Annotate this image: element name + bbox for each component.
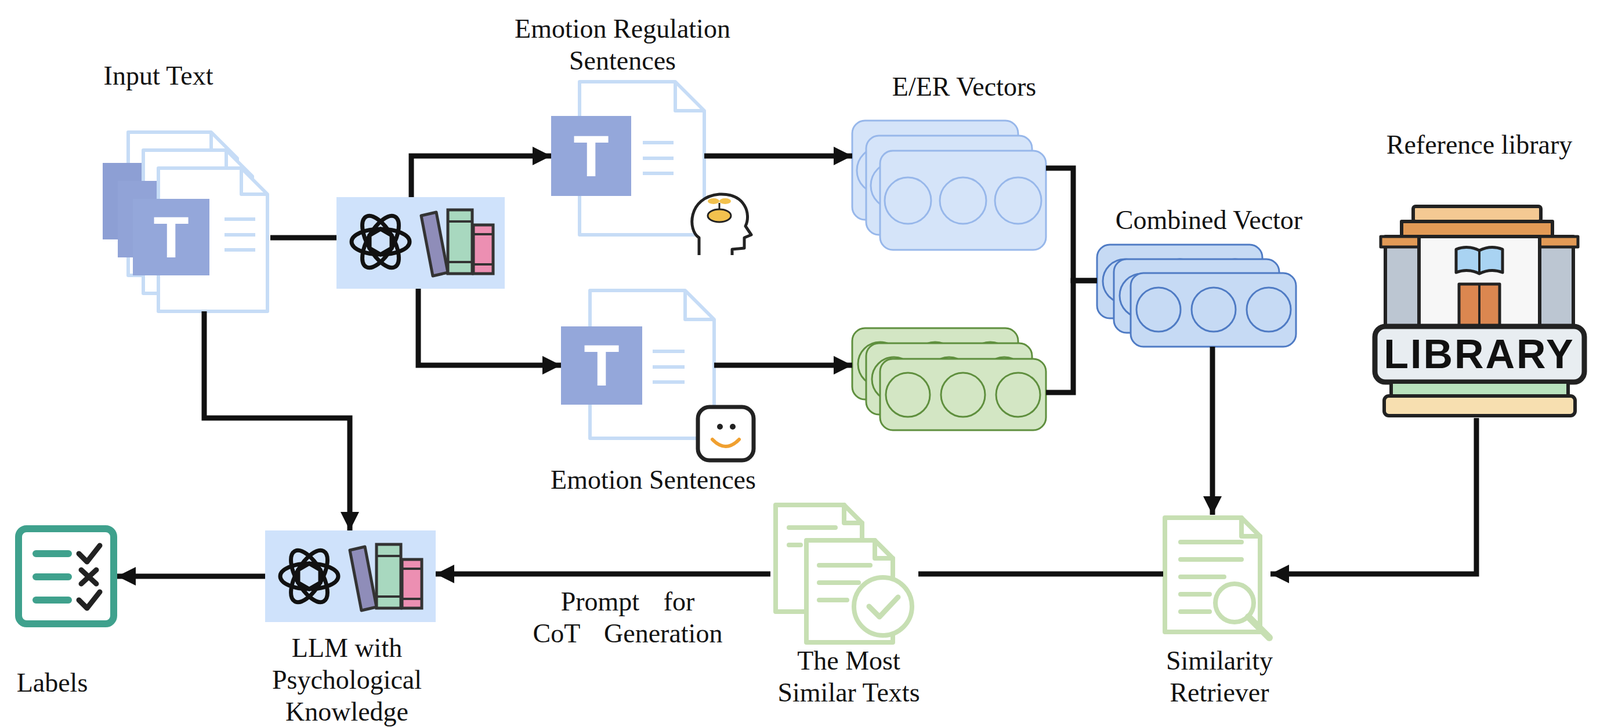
labels-icon <box>18 529 114 625</box>
node-label: Similarity Retriever <box>1144 645 1295 709</box>
connector-arrow <box>411 156 552 198</box>
connector-arrow <box>714 363 853 369</box>
llm-box-art <box>336 197 505 289</box>
connector-arrow <box>1270 418 1477 575</box>
node-label: LLM with Psychological Knowledge <box>254 632 440 727</box>
vector-stack <box>852 328 1046 431</box>
connector-arrow <box>918 572 1164 578</box>
node-label: Labels <box>0 667 111 700</box>
edge-label: Prompt for CoT Generation <box>529 585 727 650</box>
node-label: Combined Vector <box>1075 204 1343 237</box>
icon-letter: T <box>136 202 206 273</box>
icon-letter: T <box>556 121 626 191</box>
document-node: The Most Similar Texts <box>770 505 919 643</box>
connector-arrow <box>270 235 337 241</box>
icon-letter: T <box>566 330 637 401</box>
library-node: Reference libraryLIBRARY <box>1372 204 1587 419</box>
llm-box <box>336 197 505 289</box>
smiley-icon <box>697 407 754 461</box>
head-icon <box>692 194 752 256</box>
node-label: E/ER Vectors <box>842 70 1087 103</box>
connector-arrow <box>204 311 350 531</box>
retriever-icon <box>1164 518 1270 639</box>
document-icon <box>551 81 705 235</box>
document-icon <box>560 290 715 439</box>
connector-arrow <box>418 288 561 366</box>
similar-texts-icon <box>775 505 912 643</box>
connector-arrow <box>1045 280 1098 393</box>
connector-arrow <box>704 153 853 159</box>
llm-box: LLM with Psychological Knowledge <box>265 530 436 623</box>
vector-stack <box>1097 244 1297 347</box>
llm-box-art <box>265 530 436 623</box>
retriever-node: Similarity Retriever <box>1163 515 1271 638</box>
sign-text: LIBRARY <box>1374 331 1584 378</box>
vector-stack-node <box>852 328 1046 431</box>
document-stack-icon <box>102 132 268 312</box>
library-icon <box>1374 206 1585 416</box>
vector-stack-node: Combined Vector <box>1097 244 1297 347</box>
labels-node: Labels <box>15 525 118 628</box>
node-label: Reference library <box>1345 128 1600 161</box>
node-label: The Most Similar Texts <box>761 645 936 709</box>
vector-stack <box>852 120 1046 251</box>
connector-arrow <box>117 574 266 580</box>
connector-arrow <box>1045 168 1098 281</box>
node-label: Emotion Regulation Sentences <box>489 12 756 77</box>
connector-arrow <box>1210 346 1216 516</box>
node-label: Input Text <box>36 59 281 92</box>
node-label: Emotion Sentences <box>508 464 799 497</box>
connector-arrow <box>435 572 771 578</box>
vector-stack-node: E/ER Vectors <box>852 120 1046 251</box>
